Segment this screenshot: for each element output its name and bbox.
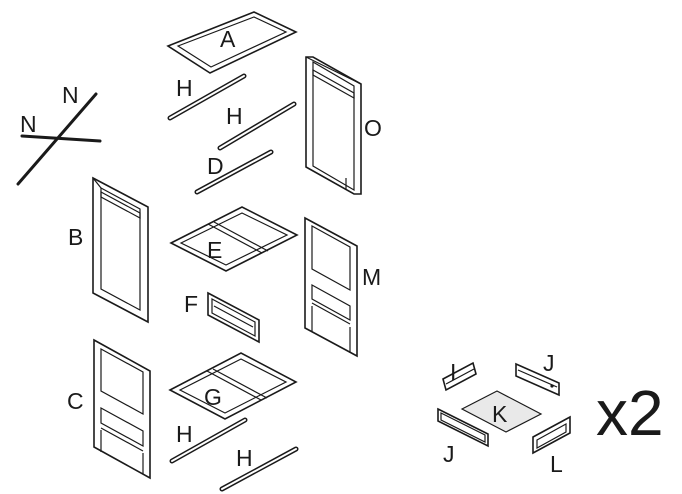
panel-f bbox=[207, 291, 260, 344]
shelf-e bbox=[169, 206, 299, 272]
label-h-4: H bbox=[236, 445, 253, 471]
drawer-front-j bbox=[437, 407, 489, 448]
label-n-1: N bbox=[62, 82, 79, 108]
drawer-bottom-k bbox=[460, 390, 543, 433]
label-i: I bbox=[450, 359, 456, 385]
drawer-side-l bbox=[532, 415, 571, 455]
label-k: K bbox=[492, 401, 508, 427]
panel-a bbox=[166, 11, 298, 74]
rod-d bbox=[194, 149, 274, 195]
label-o: O bbox=[364, 115, 382, 141]
label-h-1: H bbox=[176, 75, 193, 101]
panel-c bbox=[93, 338, 151, 480]
rod-h-1 bbox=[167, 73, 247, 121]
panel-o bbox=[305, 56, 362, 195]
drawer-back-j bbox=[515, 362, 560, 397]
label-j-1: J bbox=[543, 350, 555, 376]
label-g: G bbox=[204, 384, 222, 410]
label-h-3: H bbox=[176, 421, 193, 447]
shelf-g bbox=[168, 352, 298, 420]
label-d: D bbox=[207, 153, 224, 179]
label-h-2: H bbox=[226, 103, 243, 129]
rod-h-2 bbox=[217, 101, 297, 151]
label-l: L bbox=[550, 451, 563, 477]
drawer-side-i bbox=[442, 361, 477, 392]
label-c: C bbox=[67, 388, 84, 414]
label-e: E bbox=[207, 237, 222, 263]
label-n-2: N bbox=[20, 111, 37, 137]
label-b: B bbox=[68, 224, 83, 250]
panel-m bbox=[304, 216, 358, 358]
label-f: F bbox=[184, 291, 198, 317]
label-m: M bbox=[362, 264, 381, 290]
quantity-label: x2 bbox=[596, 377, 664, 449]
pole-n-pair bbox=[16, 92, 102, 186]
label-a: A bbox=[220, 26, 236, 52]
label-j-2: J bbox=[443, 441, 455, 467]
rod-h-4 bbox=[219, 446, 299, 492]
rod-h-3 bbox=[169, 417, 248, 464]
panel-b bbox=[92, 176, 149, 324]
